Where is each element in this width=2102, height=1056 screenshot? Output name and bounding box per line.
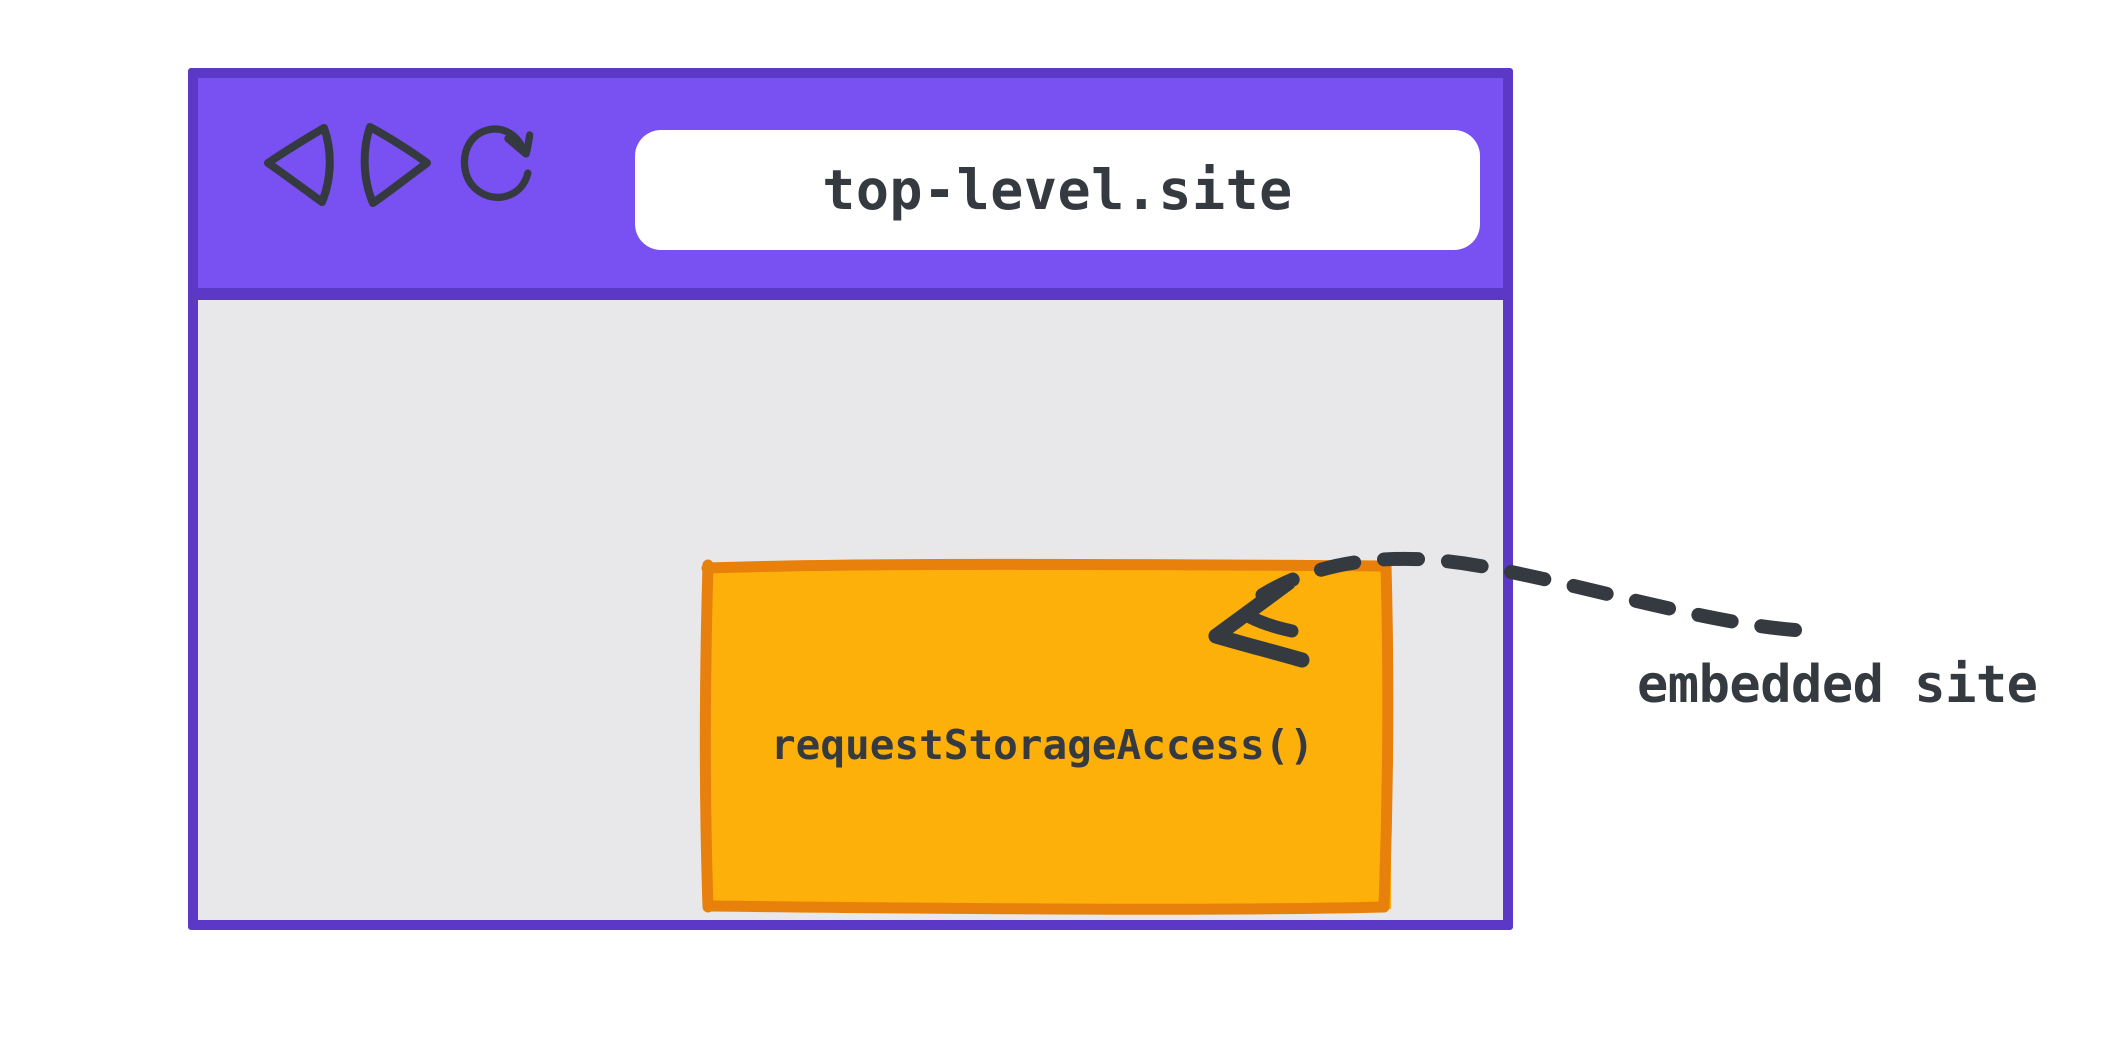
back-triangle-icon[interactable] <box>258 116 336 212</box>
embedded-iframe-label-wrap: requestStorageAccess() <box>700 558 1393 913</box>
embedded-site-caption: embedded site <box>1637 655 2038 715</box>
forward-triangle-icon[interactable] <box>358 116 436 212</box>
reload-circular-arrow-icon[interactable] <box>458 116 536 212</box>
address-bar[interactable]: top-level.site <box>635 130 1480 250</box>
request-storage-access-label: requestStorageAccess() <box>770 720 1315 769</box>
browser-toolbar: top-level.site <box>198 78 1503 300</box>
address-bar-value: top-level.site <box>822 158 1293 222</box>
embedded-iframe[interactable]: requestStorageAccess() <box>699 558 1394 915</box>
navigation-icon-group <box>258 116 536 212</box>
browser-window: top-level.site requestStorageAccess() <box>188 68 1513 930</box>
